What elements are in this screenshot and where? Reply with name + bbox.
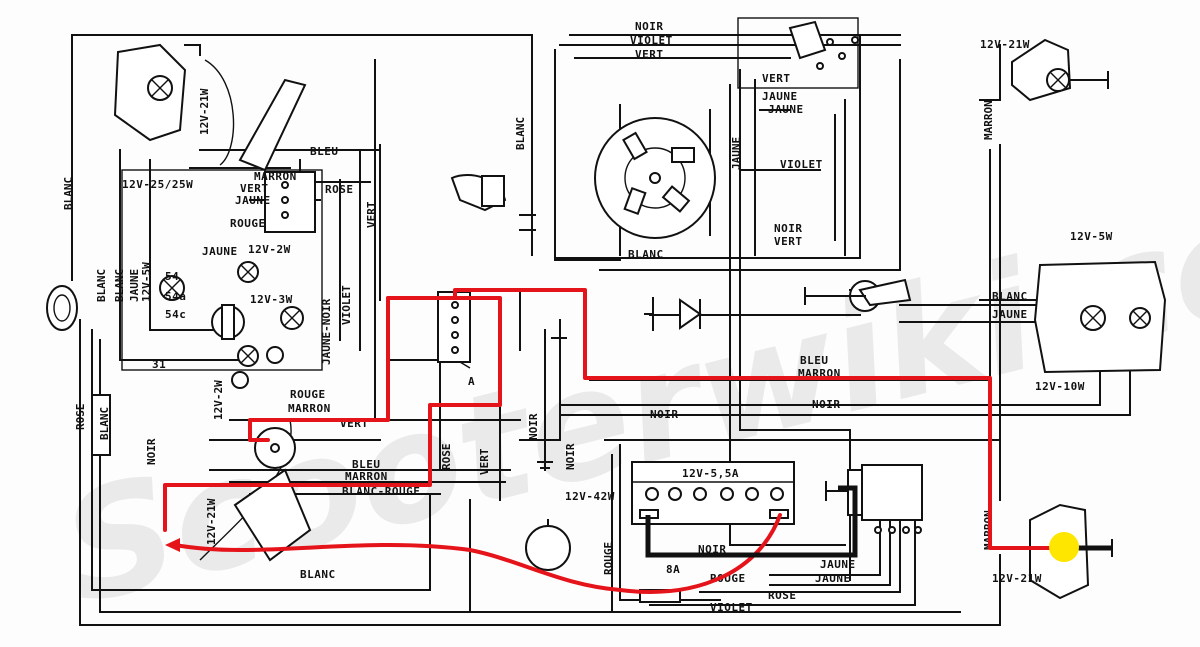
label-rose-sw: ROSE — [325, 183, 354, 196]
bulb-top-right: 12V-21W MARRON — [980, 38, 1109, 140]
label-marron-rear-top: MARRON — [982, 100, 995, 140]
label-vert-v: VERT — [365, 201, 378, 228]
label-blanc-stator: BLANC — [628, 248, 664, 261]
label-bulb-bottom-right: 12V-21W — [992, 572, 1042, 585]
label-jaune-reg2: JAUNE — [815, 572, 851, 585]
label-jaune-mid: JAUNE — [202, 245, 238, 258]
label-blanc-low: BLANC — [98, 407, 111, 440]
label-terminal-54c: 54c — [165, 308, 186, 321]
label-rose-left: ROSE — [74, 404, 87, 431]
brake-light-switch — [737, 17, 859, 89]
label-violet-top: VIOLET — [630, 34, 673, 47]
label-terminal-54: 54 — [165, 270, 179, 283]
label-violet-mid: VIOLET — [340, 285, 353, 325]
label-noir-right: NOIR — [812, 398, 841, 411]
tail-lamp-right: 12V-5W 12V-10W BLANC JAUNE — [992, 230, 1167, 393]
stator-plate: BLANC VIOLET NOIR VERT JAUNE JAUNE JAUNE… — [594, 20, 823, 261]
handlebar-grip — [204, 59, 307, 172]
label-blanc-right: BLANC — [992, 290, 1028, 303]
horn-42w: 12V-42W — [525, 490, 615, 571]
label-bulb-top-left: 12V-21W — [198, 88, 211, 135]
label-bulb-left-low: 12V-21W — [205, 498, 218, 545]
highlighted-circuit — [163, 288, 1062, 594]
label-noir-v: NOIR — [527, 413, 540, 440]
junction-block-a: A — [437, 291, 475, 388]
arrow-head — [165, 538, 180, 552]
label-fuse: 8A — [666, 563, 680, 576]
label-bulb-2w-b: 12V-2W — [212, 380, 225, 420]
label-bulb-top-right: 12V-21W — [980, 38, 1030, 51]
label-jaune-v: JAUNE — [730, 137, 743, 170]
label-jaune-b: JAUNE — [768, 103, 804, 116]
label-junction-a: A — [468, 375, 475, 388]
label-vert-stator: VERT — [774, 235, 803, 248]
label-vert-low: VERT — [478, 448, 491, 475]
label-blanc-left2: BLANC — [113, 269, 126, 302]
dashboard-cluster: 12V-25/25W 12V-2W 12V-3W JAUNE 54 54a 54… — [62, 169, 378, 389]
ground-symbol-center — [537, 337, 567, 469]
label-bulb-5w-left: 12V-5W — [140, 262, 153, 302]
label-horn: 12V-42W — [565, 490, 615, 503]
label-bleu-right: BLEU — [800, 354, 829, 367]
label-jaune-noir: JAUNE-NOIR — [320, 298, 333, 365]
label-jaune-sw: JAUNE — [235, 194, 271, 207]
label-violet-stator: VIOLET — [780, 158, 823, 171]
label-blanc-left: BLANC — [95, 269, 108, 302]
label-rouge-batt: ROUGE — [710, 572, 746, 585]
label-bulb-3w: 12V-3W — [250, 293, 293, 306]
label-noir-top: NOIR — [635, 20, 664, 33]
label-terminal-31: 31 — [152, 358, 166, 371]
label-jaune-reg1: JAUNE — [820, 558, 856, 571]
label-blanc-bottom: BLANC — [300, 568, 336, 581]
label-marron-mid: MARRON — [288, 402, 331, 415]
label-bulb-5w-right: 12V-5W — [1070, 230, 1113, 243]
label-blanc-rouge: BLANC-ROUGE — [342, 485, 420, 498]
fuse-8a: 8A — [639, 563, 681, 603]
headlamp-top-left: 12V-21W — [113, 43, 211, 142]
diode-assembly — [644, 278, 912, 331]
label-bleu-low: BLEU — [352, 458, 381, 471]
label-violet-bottom: VIOLET — [710, 601, 753, 614]
left-horn: ROSE BLANC NOIR — [46, 285, 158, 465]
label-bulb-2w-a: 12V-2W — [248, 243, 291, 256]
label-rose-low: ROSE — [440, 444, 453, 471]
label-rouge-v: ROUGE — [602, 542, 615, 575]
label-rouge-sw: ROUGE — [230, 217, 266, 230]
label-terminal-54a: 54a — [165, 290, 186, 303]
highlight-marker — [1049, 532, 1079, 562]
label-vert-top: VERT — [635, 48, 664, 61]
label-bulb-25: 12V-25/25W — [122, 178, 193, 191]
light-switch-block: MARRON VERT JAUNE ROUGE ROSE BLEU — [230, 145, 354, 233]
label-jaune-left: JAUNE — [128, 269, 141, 302]
label-marron-low: MARRON — [345, 470, 388, 483]
label-rouge-mid: ROUGE — [290, 388, 326, 401]
label-noir-left: NOIR — [145, 438, 158, 465]
label-bulb-10w: 12V-10W — [1035, 380, 1085, 393]
label-battery: 12V-5,5A — [682, 467, 739, 480]
label-jaune-right: JAUNE — [992, 308, 1028, 321]
label-noir-v2: NOIR — [564, 443, 577, 470]
stop-switch: BLANC — [450, 117, 536, 231]
label-bleu-top: BLEU — [310, 145, 339, 158]
label-noir-stator: NOIR — [774, 222, 803, 235]
label-marron-sw: MARRON — [254, 170, 297, 183]
label-rose-bottom: ROSE — [768, 589, 797, 602]
label-blanc-v: BLANC — [514, 117, 527, 150]
label-jaune-a: JAUNE — [762, 90, 798, 103]
label-noir-mid: NOIR — [650, 408, 679, 421]
voltage-regulator — [825, 464, 923, 534]
label-vert-switch: VERT — [762, 72, 791, 85]
label-blanc-left3: BLANC — [62, 177, 75, 210]
label-vert-sw: VERT — [240, 182, 269, 195]
